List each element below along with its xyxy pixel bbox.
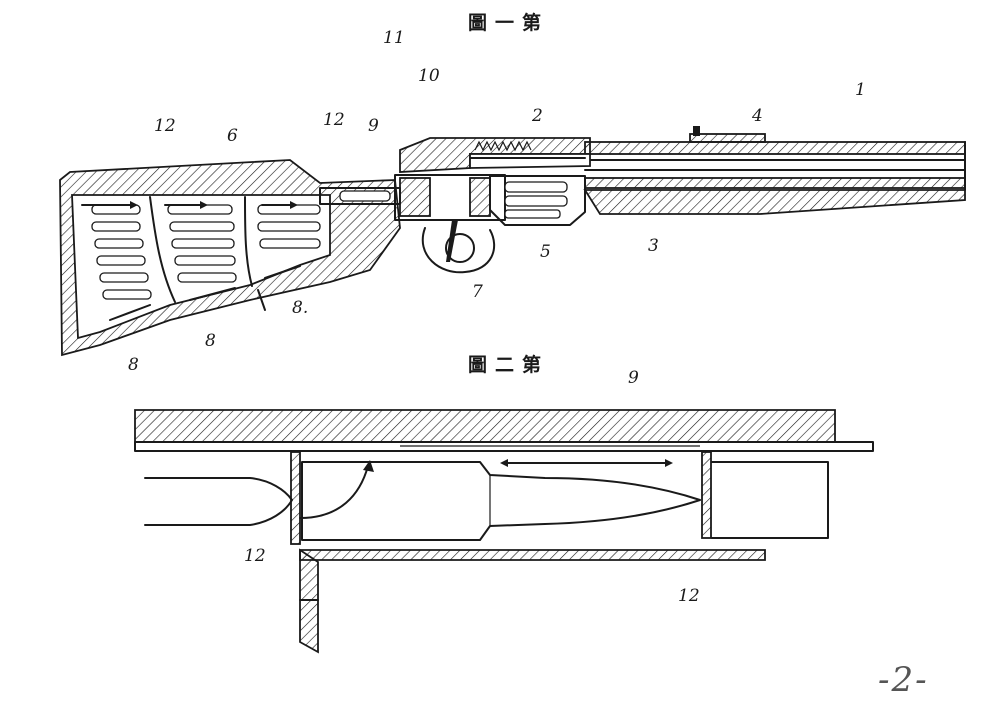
fore-end bbox=[583, 189, 966, 215]
page-number: -2- bbox=[878, 660, 929, 700]
figure-1-title: 圖一第 bbox=[468, 12, 550, 34]
ref-tube: 11 bbox=[383, 28, 405, 48]
ref2-feed-channel: 9 bbox=[628, 368, 639, 388]
stock-cartridges bbox=[91, 204, 321, 300]
receiver bbox=[394, 137, 591, 221]
ref-feed-channel: 9 bbox=[368, 116, 379, 136]
trigger-guard bbox=[421, 220, 495, 274]
ref-rear-sight: 4 bbox=[752, 106, 763, 126]
front-magazine bbox=[489, 175, 586, 226]
stock bbox=[59, 159, 401, 357]
ref-stock: 6 bbox=[227, 126, 238, 146]
ref2-gate-left: 12 bbox=[244, 546, 266, 566]
gate-right bbox=[701, 451, 712, 539]
gate-left bbox=[290, 451, 301, 545]
cartridge-main bbox=[301, 461, 701, 541]
figure-2-title: 圖二第 bbox=[468, 354, 550, 376]
ref-hammer: 10 bbox=[418, 66, 440, 86]
barrel bbox=[584, 141, 966, 191]
upper-wall bbox=[134, 409, 836, 443]
ref-trigger-guard: 7 bbox=[472, 282, 483, 302]
ref-gate-b: 12 bbox=[323, 110, 345, 130]
figure-2-detail bbox=[134, 409, 874, 654]
ref-magazine: 5 bbox=[540, 242, 551, 262]
lower-wall bbox=[299, 549, 766, 561]
ref-follower-c: 8. bbox=[292, 298, 309, 318]
cartridge-left bbox=[144, 477, 293, 526]
ref-barrel: 1 bbox=[855, 80, 866, 100]
rear-sight bbox=[689, 126, 766, 143]
ref-chamber: 3 bbox=[648, 236, 659, 256]
ref2-gate-right: 12 bbox=[678, 586, 700, 606]
ref-follower-a: 8 bbox=[128, 355, 139, 375]
ref-follower-b: 8 bbox=[205, 331, 216, 351]
figure-1-rifle bbox=[59, 126, 966, 357]
ref-bolt: 2 bbox=[532, 106, 543, 126]
cartridge-right bbox=[711, 461, 829, 539]
ref-gate-a: 12 bbox=[154, 116, 176, 136]
